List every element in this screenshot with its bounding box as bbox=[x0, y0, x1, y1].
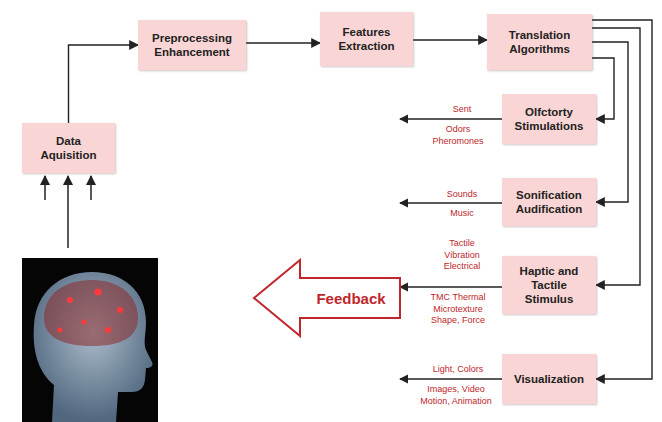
output-label: TMC Thermal Microtexture Shape, Force bbox=[422, 292, 494, 327]
process-box: Data Aquisition bbox=[22, 123, 115, 173]
output-arrow bbox=[400, 118, 502, 119]
process-box: Olfctorty Stimulations bbox=[502, 94, 596, 144]
output-arrow bbox=[400, 286, 502, 287]
process-box: Sonification Audification bbox=[502, 178, 596, 226]
box-label: Data Aquisition bbox=[27, 134, 110, 162]
process-box: Visualization bbox=[502, 354, 596, 404]
output-label: Odors Pheromones bbox=[428, 124, 488, 147]
output-label: Sounds bbox=[432, 189, 492, 201]
box-label: Olfctorty Stimulations bbox=[507, 105, 591, 133]
process-box: Features Extraction bbox=[320, 12, 413, 66]
flow-arrow bbox=[592, 20, 652, 379]
head-background bbox=[22, 258, 158, 422]
box-label: Features Extraction bbox=[325, 25, 408, 53]
flow-arrow bbox=[413, 39, 487, 40]
box-label: Haptic and Tactile Stimulus bbox=[507, 264, 591, 306]
feedback-text: Feedback bbox=[316, 290, 385, 307]
flow-arrow bbox=[592, 28, 640, 285]
flow-arrow bbox=[69, 45, 139, 123]
arrow-outline-path bbox=[254, 260, 400, 336]
process-box: Haptic and Tactile Stimulus bbox=[502, 256, 596, 314]
box-label: Preprocessing Enhancement bbox=[143, 31, 241, 59]
output-arrow bbox=[400, 202, 502, 203]
output-label: Images, Video Motion, Animation bbox=[420, 384, 492, 407]
signal-arrow bbox=[90, 176, 92, 200]
box-label: Sonification Audification bbox=[507, 188, 591, 216]
brain-hotspots bbox=[58, 289, 124, 334]
box-label: Visualization bbox=[514, 372, 584, 386]
output-label: Sent bbox=[432, 104, 492, 116]
process-box: Preprocessing Enhancement bbox=[138, 20, 246, 70]
signal-arrow bbox=[44, 176, 46, 200]
feedback-arrow: Feedback bbox=[252, 258, 402, 338]
head-silhouette bbox=[34, 272, 153, 422]
signal-arrow bbox=[67, 176, 69, 248]
box-label: Translation Algorithms bbox=[492, 28, 587, 56]
process-box: Translation Algorithms bbox=[487, 14, 592, 70]
output-label: Tactile Vibration Electrical bbox=[433, 238, 491, 273]
brain-shape bbox=[44, 280, 138, 346]
output-arrow bbox=[400, 378, 502, 379]
flow-arrow bbox=[592, 42, 628, 202]
flow-arrow bbox=[246, 42, 320, 43]
output-label: Music bbox=[432, 208, 492, 220]
output-label: Light, Colors bbox=[418, 364, 498, 376]
